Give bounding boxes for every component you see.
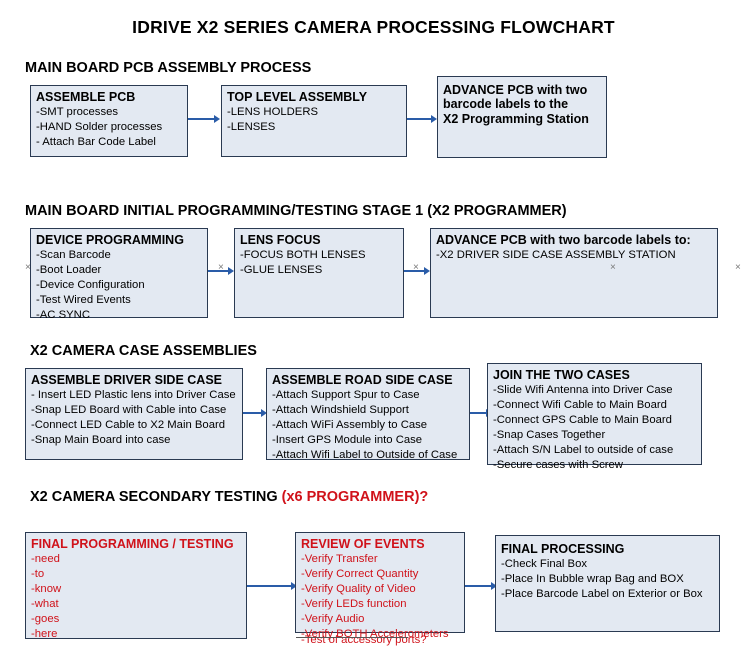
box-device-programming[interactable]: DEVICE PROGRAMMING -Scan Barcode -Boot L…: [30, 228, 208, 321]
box-item: -Verify LEDs function: [301, 598, 407, 611]
box-item: -Verify Correct Quantity: [301, 568, 419, 581]
box-items: - Insert LED Plastic lens into Driver Ca…: [26, 388, 242, 452]
box-top-level-assembly[interactable]: TOP LEVEL ASSEMBLY -LENS HOLDERS -LENSES: [221, 85, 407, 157]
box-item: -Test Wired Events: [36, 294, 131, 307]
box-header: REVIEW OF EVENTS: [301, 537, 425, 551]
guide-mark: ×: [735, 262, 741, 273]
box-item: -need: [31, 553, 60, 566]
connector-arrow: [404, 267, 430, 275]
box-item: -to: [31, 568, 45, 581]
box-item: -Attach S/N Label to outside of case: [493, 444, 674, 456]
box-item: -Verify Transfer: [301, 553, 378, 566]
box-item: -HAND Solder processes: [36, 121, 163, 134]
box-header: LENS FOCUS: [240, 233, 321, 247]
box-item: -Insert GPS Module into Case: [272, 434, 423, 447]
box-item: -Connect GPS Cable to Main Board: [493, 414, 672, 427]
box-item: -FOCUS BOTH LENSES: [240, 249, 366, 262]
box-items: -LENS HOLDERS -LENSES: [222, 105, 406, 139]
box-item: -Secure cases with Screw: [493, 458, 623, 471]
guide-mark: ×: [413, 262, 419, 273]
box-assemble-road-side-case[interactable]: ASSEMBLE ROAD SIDE CASE -Attach Support …: [266, 368, 470, 461]
box-header: ADVANCE PCB with two barcode labels to t…: [443, 83, 589, 126]
box-item: -Attach Wifi Label to Outside of Case: [272, 449, 458, 461]
section-heading-case-assemblies: X2 CAMERA CASE ASSEMBLIES: [30, 343, 257, 359]
box-item: -Scan Barcode: [36, 249, 111, 262]
box-assemble-pcb[interactable]: ASSEMBLE PCB -SMT processes -HAND Solder…: [30, 85, 188, 157]
box-items: -Check Final Box -Place In Bubble wrap B…: [496, 557, 719, 606]
box-header: ADVANCE PCB with two barcode labels to:: [436, 233, 691, 247]
box-items: -Verify Transfer -Verify Correct Quantit…: [296, 552, 464, 645]
box-item: -Boot Loader: [36, 264, 102, 277]
box-final-processing[interactable]: FINAL PROCESSING -Check Final Box -Place…: [495, 535, 720, 632]
guide-mark: ×: [218, 262, 224, 273]
box-item: -Verify BOTH Accelerometers: [301, 627, 449, 640]
section-label-text: X2 CAMERA SECONDARY TESTING: [30, 489, 282, 505]
box-item: -Slide Wifi Antenna into Driver Case: [493, 384, 673, 397]
box-header: ASSEMBLE ROAD SIDE CASE: [272, 373, 453, 387]
box-item: -Snap LED Board with Cable into Case: [31, 404, 227, 417]
box-item: -SMT processes: [36, 106, 119, 119]
box-item: -Connect LED Cable to X2 Main Board: [31, 419, 226, 432]
box-items: -FOCUS BOTH LENSES -GLUE LENSES: [235, 248, 403, 282]
section-heading-initial-programming: MAIN BOARD INITIAL PROGRAMMING/TESTING S…: [25, 203, 567, 219]
page-title: IDRIVE X2 SERIES CAMERA PROCESSING FLOWC…: [132, 17, 615, 37]
box-item: -Attach WiFi Assembly to Case: [272, 419, 428, 432]
section-label-paren: (x6 PROGRAMMER)?: [281, 489, 429, 505]
box-item: -Attach Windshield Support: [272, 404, 409, 417]
box-item: -Device Configuration: [36, 279, 145, 292]
connector-arrow: [247, 582, 297, 590]
box-item: -goes: [31, 613, 60, 625]
box-header: ASSEMBLE PCB: [36, 90, 136, 104]
guide-mark: ×: [25, 262, 31, 273]
box-assemble-driver-side-case[interactable]: ASSEMBLE DRIVER SIDE CASE - Insert LED P…: [25, 368, 243, 460]
box-item: -Snap Main Board into case: [31, 434, 171, 447]
box-join-the-two-cases[interactable]: JOIN THE TWO CASES -Slide Wifi Antenna i…: [487, 363, 702, 471]
box-header: DEVICE PROGRAMMING: [36, 233, 184, 247]
box-advance-pcb-driver-side[interactable]: ADVANCE PCB with two barcode labels to: …: [430, 228, 718, 318]
box-item: -GLUE LENSES: [240, 264, 323, 277]
box-header: ASSEMBLE DRIVER SIDE CASE: [31, 373, 223, 387]
box-item: -Attach Support Spur to Case: [272, 389, 420, 402]
box-item: -LENS HOLDERS: [227, 106, 319, 119]
box-item: -LENSES: [227, 121, 276, 134]
box-item-overflow: -Test of accessory ports?: [301, 634, 427, 646]
box-item: -know: [31, 583, 62, 596]
box-item: -X2 DRIVER SIDE CASE ASSEMBLY STATION: [436, 249, 676, 262]
box-item: -Check Final Box: [501, 558, 588, 571]
box-advance-pcb-programming-station[interactable]: ADVANCE PCB with two barcode labels to t…: [437, 76, 607, 158]
box-header: JOIN THE TWO CASES: [493, 368, 630, 382]
box-header: FINAL PROCESSING: [501, 542, 625, 556]
box-final-programming-testing[interactable]: FINAL PROGRAMMING / TESTING -need -to -k…: [25, 532, 247, 640]
box-header: TOP LEVEL ASSEMBLY: [227, 90, 368, 104]
connector-arrow: [208, 267, 234, 275]
section-heading-pcb-assembly: MAIN BOARD PCB ASSEMBLY PROCESS: [25, 60, 312, 76]
box-item: -Place Barcode Label on Exterior or Box: [501, 588, 703, 601]
box-items: -Scan Barcode -Boot Loader -Device Confi…: [31, 248, 207, 327]
box-item: - Insert LED Plastic lens into Driver Ca…: [31, 389, 236, 402]
box-item: -here: [31, 627, 58, 640]
box-items: -SMT processes -HAND Solder processes - …: [31, 105, 187, 154]
box-item: -Place In Bubble wrap Bag and BOX: [501, 573, 684, 586]
connector-arrow: [407, 115, 437, 123]
box-lens-focus[interactable]: LENS FOCUS -FOCUS BOTH LENSES -GLUE LENS…: [234, 228, 404, 318]
box-item: -Snap Cases Together: [493, 429, 606, 442]
box-review-of-events[interactable]: REVIEW OF EVENTS -Verify Transfer -Verif…: [295, 532, 465, 646]
section-heading-secondary-testing: X2 CAMERA SECONDARY TESTING (x6 PROGRAMM…: [30, 489, 428, 505]
box-header: FINAL PROGRAMMING / TESTING: [31, 537, 234, 551]
box-items: -Attach Support Spur to Case -Attach Win…: [267, 388, 469, 467]
box-items: -X2 DRIVER SIDE CASE ASSEMBLY STATION: [431, 248, 717, 267]
connector-arrow: [188, 115, 220, 123]
box-item: -what: [31, 598, 59, 611]
box-item: -Verify Quality of Video: [301, 583, 416, 596]
connector-arrow: [243, 409, 267, 417]
connector-arrow: [465, 582, 497, 590]
box-items: -need -to -know -what -goes -here: [26, 552, 246, 645]
box-item: -Verify Audio: [301, 613, 365, 625]
box-items: -Slide Wifi Antenna into Driver Case -Co…: [488, 383, 701, 476]
box-item: -AC SYNC: [36, 309, 90, 321]
box-item: -Connect Wifi Cable to Main Board: [493, 399, 667, 412]
strikethrough-line: [296, 637, 408, 638]
guide-mark: ×: [610, 262, 616, 273]
box-item: - Attach Bar Code Label: [36, 136, 156, 149]
